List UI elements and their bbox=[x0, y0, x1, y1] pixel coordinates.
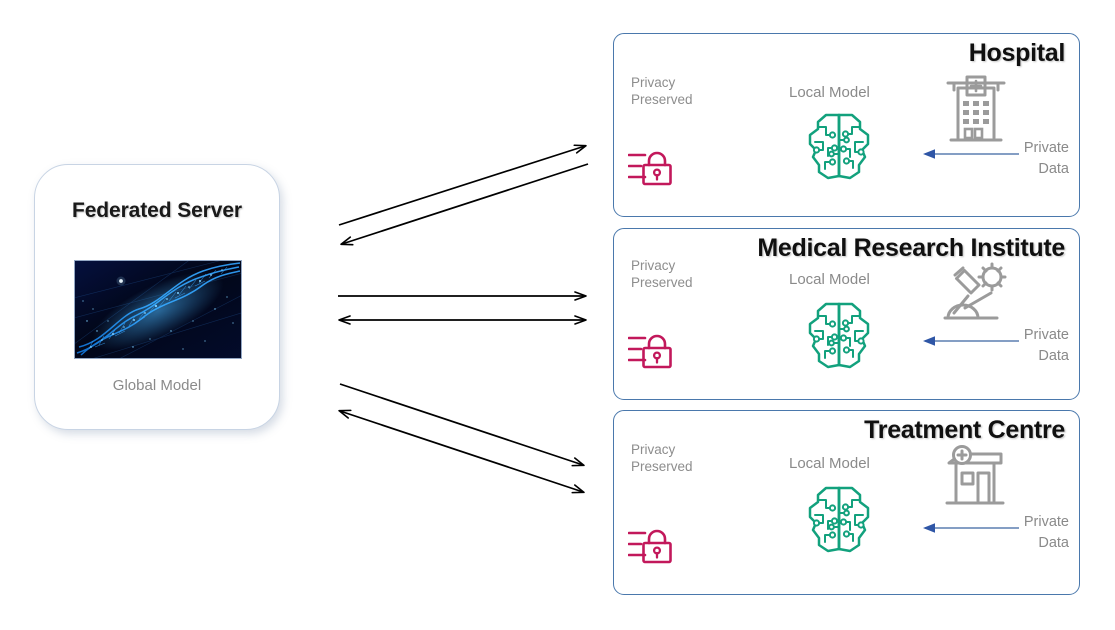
privacy-preserved-label: Privacy Preserved bbox=[631, 75, 693, 107]
brain-circuit-icon bbox=[804, 483, 874, 560]
card-title: Hospital bbox=[968, 39, 1066, 67]
brain-circuit-icon bbox=[804, 110, 874, 187]
arrow-left-icon bbox=[911, 147, 1021, 166]
padlock-icon bbox=[627, 147, 674, 194]
local-model-label: Local Model bbox=[789, 455, 870, 472]
privacy-preserved-label: Privacy Preserved bbox=[631, 442, 693, 474]
client-card-treatment-centre[interactable]: Treatment Centre Privacy Preserved Local… bbox=[613, 410, 1080, 595]
local-model-label: Local Model bbox=[789, 271, 870, 288]
private-data-label: Private Data bbox=[1023, 327, 1069, 364]
connector-server-to-treatment bbox=[339, 383, 585, 467]
hospital-building-icon bbox=[945, 74, 1007, 149]
federated-server-card: Federated Server bbox=[34, 164, 280, 430]
microscope-virus-icon bbox=[941, 261, 1011, 338]
federated-server-title: Federated Server bbox=[72, 199, 242, 222]
privacy-preserved-label: Privacy Preserved bbox=[631, 258, 693, 290]
private-data-label: Private Data bbox=[1023, 140, 1069, 177]
global-model-label: Global Model bbox=[112, 377, 202, 394]
card-title: Medical Research Institute bbox=[757, 234, 1065, 262]
connector-hospital-to-server bbox=[340, 163, 589, 246]
local-model-label: Local Model bbox=[789, 84, 870, 101]
connector-server-to-hospital bbox=[338, 144, 587, 226]
private-data-label: Private Data bbox=[1023, 514, 1069, 551]
arrow-left-icon bbox=[911, 334, 1021, 353]
arrow-left-icon bbox=[911, 521, 1021, 540]
padlock-icon bbox=[627, 525, 674, 572]
padlock-icon bbox=[627, 330, 674, 377]
client-card-hospital[interactable]: Hospital Privacy Preserved Local Model bbox=[613, 33, 1080, 217]
client-card-medical-research-institute[interactable]: Medical Research Institute Privacy Prese… bbox=[613, 228, 1080, 400]
card-title: Treatment Centre bbox=[864, 416, 1065, 444]
connector-treatment-to-server bbox=[338, 409, 585, 494]
clinic-building-icon bbox=[943, 445, 1009, 516]
neural-network-visualization bbox=[74, 260, 242, 359]
brain-circuit-icon bbox=[804, 299, 874, 376]
